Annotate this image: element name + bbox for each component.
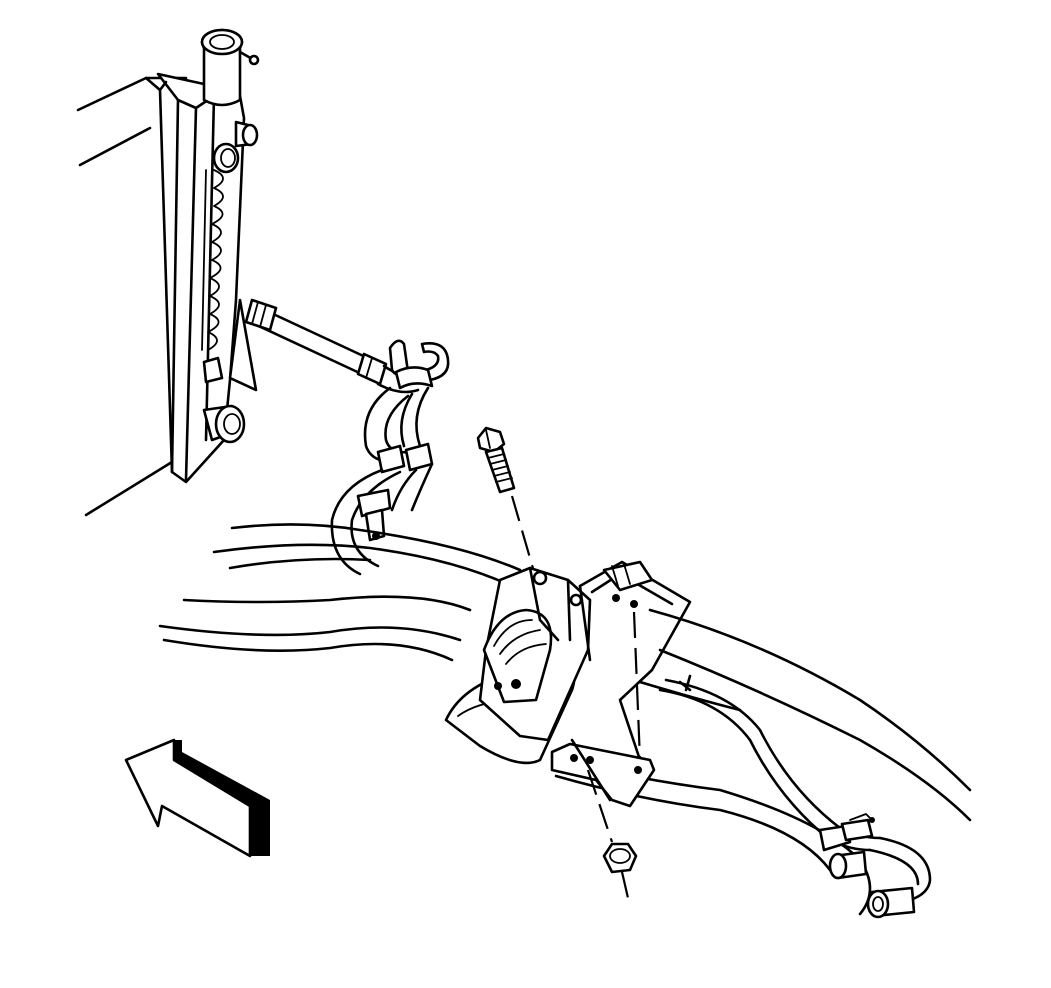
cooler-line-icon [244,298,450,576]
bolt-icon [476,426,550,621]
nut-icon [602,842,638,899]
arrow-left-icon [124,738,270,858]
fitting-icon [818,813,916,919]
bracket-icon [444,560,692,843]
frame-icon [158,523,972,916]
radiator-icon [76,28,260,517]
pointer-triangle-icon [228,298,258,392]
